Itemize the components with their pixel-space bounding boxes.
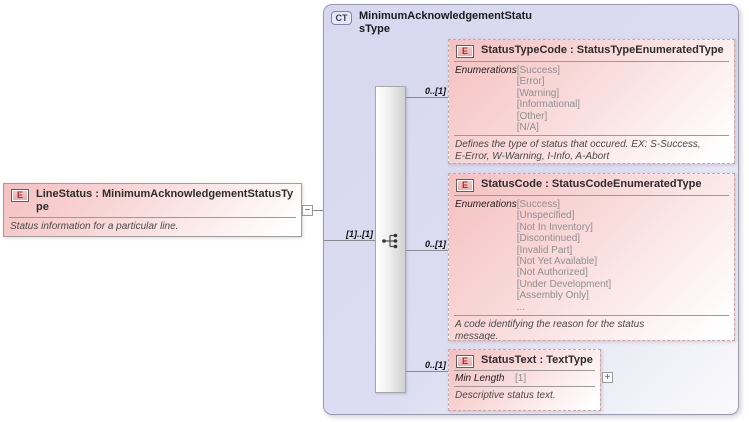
connection-line-child-1 [406, 97, 448, 98]
element-header: E StatusTypeCode : StatusTypeEnumeratedT… [449, 40, 734, 60]
collapse-button[interactable]: − [302, 205, 313, 216]
facet-row: Min Length [1] [449, 372, 600, 385]
element-header: E StatusCode : StatusCodeEnumeratedType [449, 174, 734, 194]
connection-line-parent [324, 240, 375, 241]
divider [454, 135, 729, 137]
element-box-linestatus[interactable]: E LineStatus : MinimumAcknowledgementSta… [3, 183, 302, 237]
element-annotation: A code identifying the reason for the st… [455, 319, 645, 341]
element-box-statustypecode[interactable]: E StatusTypeCode : StatusTypeEnumeratedT… [448, 39, 735, 164]
divider [9, 217, 296, 218]
complextype-title: MinimumAcknowledgementStatusType [359, 10, 532, 35]
element-title: StatusCode : StatusCodeEnumeratedType [481, 178, 702, 190]
complextype-icon: CT [331, 11, 352, 25]
cardinality-label-child-1: 0..[1] [424, 86, 446, 96]
complextype-container[interactable]: CT MinimumAcknowledgementStatusType [1].… [323, 4, 739, 415]
facet-value: [1] [515, 373, 527, 384]
cardinality-label-child-2: 0..[1] [424, 239, 446, 249]
element-title: LineStatus : MinimumAcknowledgementStatu… [36, 188, 294, 213]
enumeration-values: [Success] [Unspecified] [Not In Inventor… [516, 199, 612, 313]
connection-line-outer [313, 210, 323, 211]
element-box-statuscode[interactable]: E StatusCode : StatusCodeEnumeratedType … [448, 173, 735, 341]
divider [454, 195, 729, 196]
element-icon: E [456, 45, 474, 58]
element-title: StatusText : TextType [481, 354, 593, 366]
element-header: E LineStatus : MinimumAcknowledgementSta… [4, 184, 301, 216]
expand-button[interactable]: + [602, 372, 613, 383]
sequence-icon [382, 233, 398, 249]
element-header: E StatusText : TextType [449, 350, 600, 369]
element-title: StatusTypeCode : StatusTypeEnumeratedTyp… [481, 44, 724, 56]
connection-line-child-3 [406, 371, 448, 372]
enumeration-values: [Success] [Error] [Warning] [Information… [516, 65, 581, 134]
divider [454, 386, 595, 388]
element-annotation: Descriptive status text. [455, 390, 556, 402]
complextype-header: CT MinimumAcknowledgementStatusType [331, 10, 534, 36]
divider [454, 315, 729, 317]
facet-row: Enumerations [Success] [Error] [Warning]… [449, 63, 734, 134]
divider [454, 61, 729, 62]
connection-line-child-2 [406, 250, 448, 251]
facet-row: Enumerations [Success] [Unspecified] [No… [449, 197, 734, 314]
divider [454, 370, 595, 371]
element-icon: E [456, 355, 474, 368]
facet-label: Enumerations [455, 199, 517, 210]
facet-label: Min Length [455, 373, 505, 384]
element-annotation: Status information for a particular line… [10, 221, 179, 232]
element-icon: E [11, 189, 29, 202]
cardinality-label-parent: [1]..[1] [346, 229, 373, 239]
element-icon: E [456, 179, 474, 192]
cardinality-label-child-3: 0..[1] [424, 360, 446, 370]
facet-label: Enumerations [455, 65, 517, 76]
element-box-statustext[interactable]: E StatusText : TextType Min Length [1] D… [448, 349, 601, 411]
element-annotation: Defines the type of status that occured.… [455, 139, 701, 162]
